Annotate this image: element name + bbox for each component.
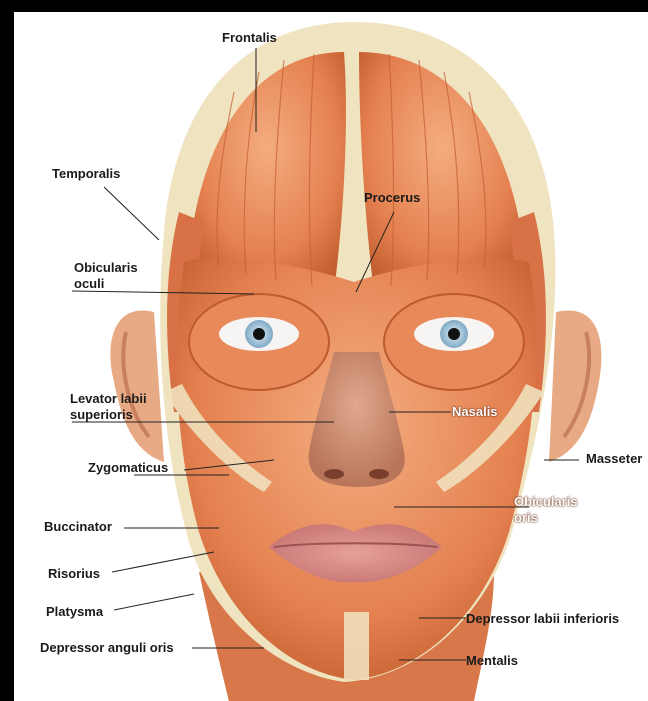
label-frontalis: Frontalis <box>222 30 277 46</box>
label-levator-line2: superioris <box>70 407 133 423</box>
label-masseter: Masseter <box>586 451 642 467</box>
label-platysma: Platysma <box>46 604 103 620</box>
label-nasalis: Nasalis <box>452 404 498 420</box>
label-obicularis-oculi-line2: oculi <box>74 276 104 292</box>
label-levator-line1: Levator labii <box>70 391 147 407</box>
label-buccinator: Buccinator <box>44 519 112 535</box>
label-depressor-anguli-oris: Depressor anguli oris <box>40 640 174 656</box>
label-mentalis: Mentalis <box>466 653 518 669</box>
label-risorius: Risorius <box>48 566 100 582</box>
label-obicularis-oris-line1: Obicularis <box>514 494 578 510</box>
label-depressor-labii-inferioris: Depressor labii inferioris <box>466 611 619 627</box>
left-ear <box>110 310 164 462</box>
label-temporalis: Temporalis <box>52 166 120 182</box>
facial-muscles-figure: Frontalis Temporalis Procerus Obicularis… <box>14 12 648 701</box>
label-obicularis-oculi-line1: Obicularis <box>74 260 138 276</box>
right-ear <box>549 310 601 462</box>
frontalis-muscle <box>189 52 346 292</box>
label-procerus: Procerus <box>364 190 420 206</box>
label-zygomaticus: Zygomaticus <box>88 460 168 476</box>
label-obicularis-oris-line2: oris <box>514 510 538 526</box>
face-muscle-illustration <box>14 12 648 701</box>
